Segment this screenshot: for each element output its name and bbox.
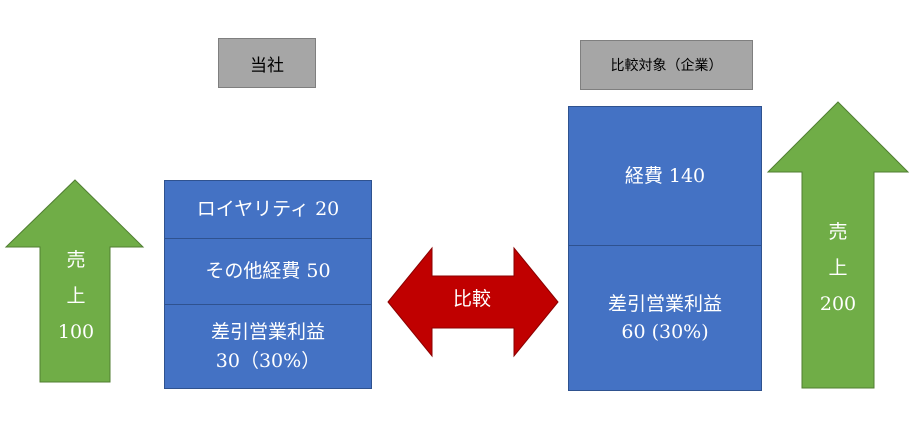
comparison-cost-stack: 経費 140 差引営業利益 60 (30%) xyxy=(568,106,762,391)
comparison-expenses-box: 経費 140 xyxy=(568,106,762,246)
own-sales-label: 売 上 100 xyxy=(40,242,112,350)
comparison-profit-line2: 60 (30%) xyxy=(621,321,709,343)
own-profit-line1: 差引営業利益 xyxy=(210,321,325,343)
comparison-sales-line3: 200 xyxy=(819,293,857,315)
own-company-title: 当社 xyxy=(250,55,284,76)
own-company-label: 当社 xyxy=(218,38,316,88)
own-royalty-text: ロイヤリティ 20 xyxy=(196,198,340,221)
own-sales-line1: 売 xyxy=(66,249,86,271)
own-royalty-box: ロイヤリティ 20 xyxy=(164,180,372,239)
comparison-sales-label: 売 上 200 xyxy=(802,214,874,322)
comparison-company-label: 比較対象（企業） xyxy=(580,40,753,90)
own-sales-line2: 上 xyxy=(66,285,86,307)
comparison-sales-line2: 上 xyxy=(828,257,848,279)
comparison-sales-line1: 売 xyxy=(828,221,848,243)
comparison-company-title: 比較対象（企業） xyxy=(610,58,723,74)
own-other-expenses-box: その他経費 50 xyxy=(164,238,372,305)
own-other-expenses-text: その他経費 50 xyxy=(205,260,331,283)
own-profit-box: 差引営業利益 30（30%） xyxy=(164,304,372,389)
own-sales-line3: 100 xyxy=(57,321,95,343)
own-cost-stack: ロイヤリティ 20 その他経費 50 差引営業利益 30（30%） xyxy=(164,180,372,389)
comparison-expenses-text: 経費 140 xyxy=(624,164,706,187)
compare-label: 比較 xyxy=(452,288,491,310)
own-profit-line2: 30（30%） xyxy=(215,349,321,372)
comparison-profit-line1: 差引営業利益 xyxy=(607,292,722,315)
comparison-profit-box: 差引営業利益 60 (30%) xyxy=(568,245,762,391)
